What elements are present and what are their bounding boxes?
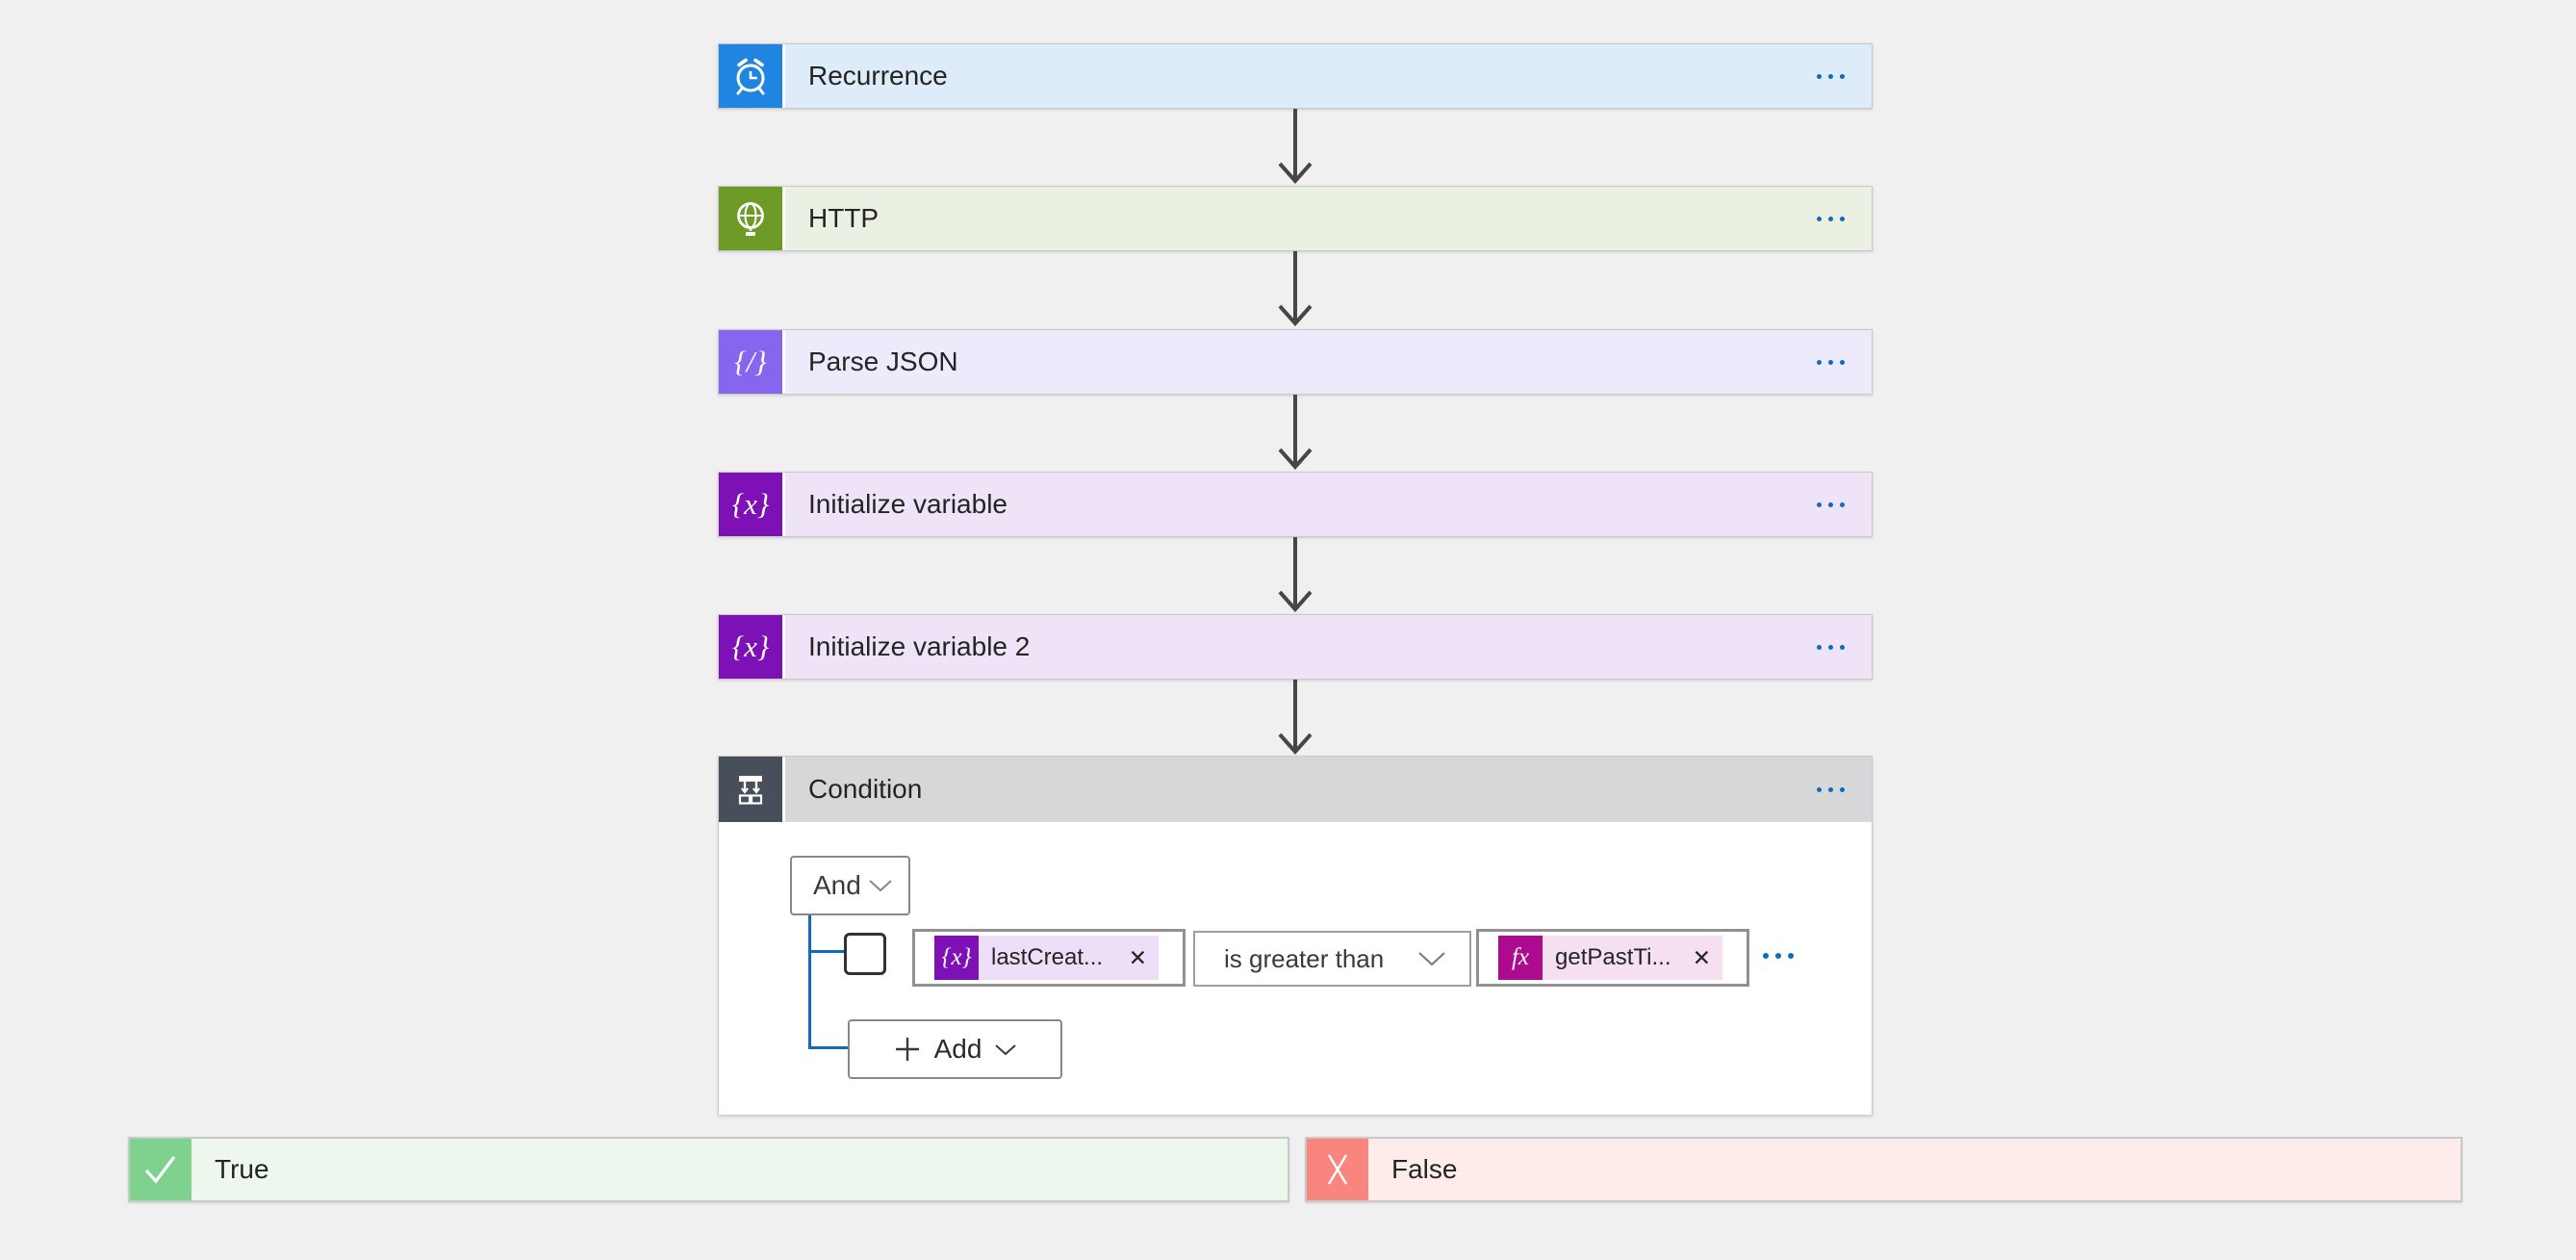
connector-arrow [1272,680,1318,757]
remove-token-button[interactable]: ✕ [1128,944,1147,970]
connector-arrow [1272,395,1318,472]
check-icon [130,1139,191,1200]
condition-row-checkbox[interactable] [844,933,886,975]
chevron-down-icon [1418,952,1445,966]
right-operand-box[interactable]: fx getPastTi... ✕ [1476,929,1749,987]
token-label: lastCreat... [991,944,1104,970]
condition-branch-icon [719,757,782,822]
connector-arrow [1272,109,1318,186]
branch-connector-line [808,915,811,1049]
join-operator-value: And [813,870,861,900]
condition-body: And {x} lastCreat... ✕ is great [719,822,1872,1115]
globe-icon [719,187,782,250]
action-title: HTTP [785,187,1805,250]
more-options-icon [1817,786,1845,792]
action-title: Recurrence [785,44,1805,108]
branch-card-true[interactable]: True [128,1137,1289,1202]
action-card-parse-json[interactable]: {/} Parse JSON [718,329,1873,395]
plus-icon [895,1038,919,1061]
add-button[interactable]: Add [848,1019,1062,1079]
action-title: Parse JSON [785,330,1805,394]
action-card-http[interactable]: HTTP [718,186,1873,251]
more-options-button[interactable] [1805,330,1872,394]
connector-arrow [1272,537,1318,614]
condition-header[interactable]: Condition [719,757,1872,822]
condition-title: Condition [785,757,1805,822]
more-options-button[interactable] [1805,473,1872,536]
action-card-initialize-variable[interactable]: {x} Initialize variable [718,472,1873,537]
right-operand-token[interactable]: fx getPastTi... ✕ [1498,936,1722,980]
more-options-button[interactable] [1805,44,1872,108]
action-title: Initialize variable 2 [785,615,1805,679]
more-options-icon [1817,644,1845,650]
branch-card-false[interactable]: False [1305,1137,2462,1202]
variable-icon: {x} [719,473,782,536]
braces-slash-icon: {/} [719,330,782,394]
action-title: Initialize variable [785,473,1805,536]
operator-value: is greater than [1224,943,1385,973]
token-label: getPastTi... [1555,944,1671,970]
add-button-label: Add [933,1034,982,1064]
branch-title: True [191,1139,1288,1200]
connector-arrow [1272,251,1318,328]
more-options-button[interactable] [1805,187,1872,250]
branch-title: False [1368,1139,2461,1200]
alarm-clock-icon [719,44,782,108]
more-options-icon [1817,501,1845,507]
action-card-initialize-variable-2[interactable]: {x} Initialize variable 2 [718,614,1873,680]
chevron-down-icon [869,880,892,892]
more-options-icon [1817,73,1845,79]
more-options-button[interactable] [1805,757,1872,822]
condition-card: Condition And {x} lastC [718,756,1873,1115]
more-options-button[interactable] [1805,615,1872,679]
more-options-icon [1817,359,1845,365]
x-icon [1307,1139,1368,1200]
action-card-recurrence[interactable]: Recurrence [718,43,1873,109]
branch-connector-line [808,1046,849,1049]
variable-token-icon: {x} [934,936,979,980]
row-more-options-button[interactable] [1763,953,1794,959]
left-operand-box[interactable]: {x} lastCreat... ✕ [912,929,1186,987]
left-operand-token[interactable]: {x} lastCreat... ✕ [934,936,1159,980]
operator-dropdown[interactable]: is greater than [1193,931,1471,987]
expression-token-icon: fx [1498,936,1543,980]
remove-token-button[interactable]: ✕ [1692,944,1711,970]
more-options-icon [1763,953,1794,959]
join-operator-dropdown[interactable]: And [790,856,910,915]
more-options-icon [1817,216,1845,221]
chevron-down-icon [995,1043,1017,1055]
branch-connector-line [808,950,845,953]
variable-icon: {x} [719,615,782,679]
